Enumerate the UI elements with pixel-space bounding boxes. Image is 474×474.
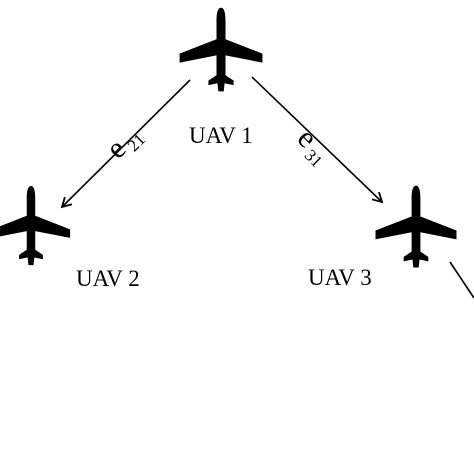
uav1-label: UAV 1 (189, 123, 253, 148)
edge-uav3-offscreen (449, 261, 474, 299)
uav1-airplane-icon (179, 7, 263, 92)
uav2-airplane-icon (0, 186, 71, 266)
uav2-label: UAV 2 (76, 266, 140, 291)
edge-uav1-to-uav3 (251, 76, 384, 204)
uav3-label: UAV 3 (308, 265, 372, 290)
edge-label-e31: e 31 (291, 122, 326, 171)
edge-uav1-to-uav2 (60, 79, 191, 209)
edge-label-e21: e 21 (100, 130, 149, 165)
uav3-airplane-icon (375, 185, 457, 268)
